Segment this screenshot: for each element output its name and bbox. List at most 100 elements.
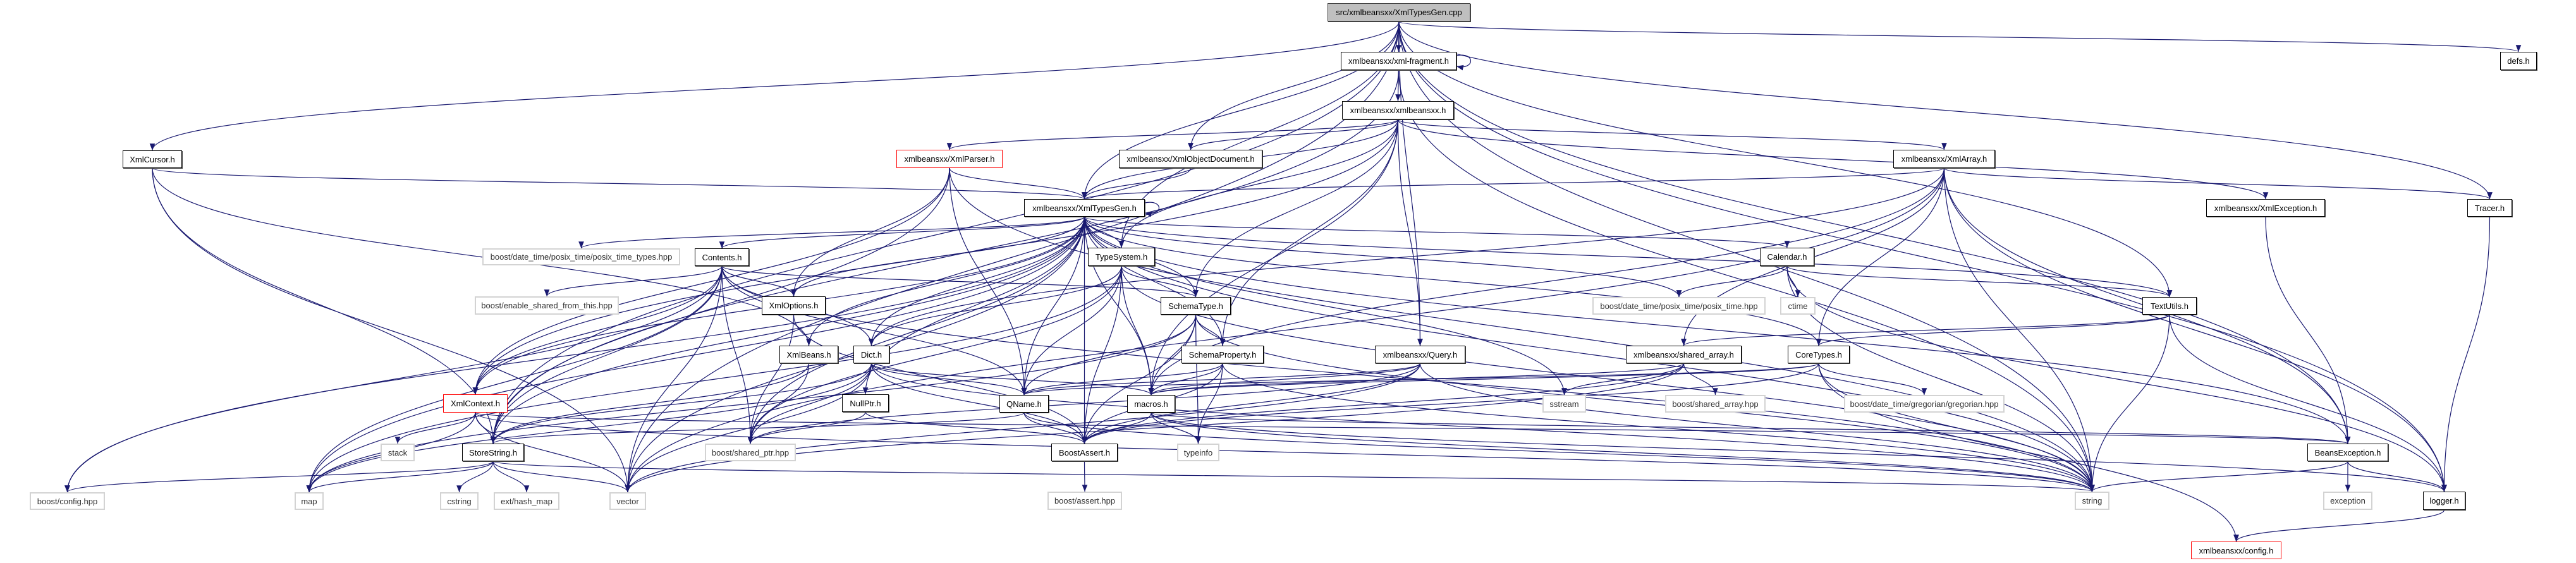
node-nullptr[interactable]: NullPtr.h: [842, 394, 889, 412]
edge-query-to-string: [1419, 363, 2095, 492]
edge-xmltypesgen-to-storestring: [490, 216, 1085, 444]
edge-xmltypesgen-to-dict: [869, 216, 1085, 346]
node-xmlexception[interactable]: xmlbeansxx/XmlException.h: [2206, 199, 2325, 217]
node-enableshared: boost/enable_shared_from_this.hpp: [475, 296, 619, 315]
edge-xmlbeans-to-storestring: [490, 363, 810, 444]
edge-xmltypesgen-to-posixtime: [1084, 216, 1682, 298]
node-xmlarray[interactable]: xmlbeansxx/XmlArray.h: [1893, 150, 1995, 168]
node-calendar[interactable]: Calendar.h: [1760, 248, 1814, 266]
edge-xmlarray-to-tracer: [1943, 167, 2493, 200]
edge-contents-to-xmloptions: [721, 265, 797, 297]
node-schemaprop[interactable]: SchemaProperty.h: [1181, 346, 1264, 363]
node-string: string: [2075, 492, 2109, 510]
edge-xmlcontext-to-vector: [475, 412, 631, 493]
edge-nullptr-to-sharedptr: [747, 411, 866, 444]
edge-dict-to-qname: [870, 363, 1027, 396]
node-dict[interactable]: Dict.h: [853, 346, 889, 363]
edge-schemaprop-to-qname: [1021, 363, 1223, 396]
edge-xmlobjdoc-to-xmltypesgen: [1082, 167, 1192, 200]
node-query[interactable]: xmlbeansxx/Query.h: [1375, 346, 1465, 363]
edge-textutils-to-sharedarrayh: [1681, 314, 2170, 346]
edge-xmlarray-to-xmltypesgen: [1082, 167, 1945, 200]
edge-coretypes-to-macros: [1149, 363, 1819, 396]
edge-xmlparser-to-xmloptions: [791, 167, 950, 297]
edge-storestring-to-cstring: [456, 461, 494, 493]
node-logger[interactable]: logger.h: [2423, 492, 2465, 510]
node-coretypes[interactable]: CoreTypes.h: [1788, 346, 1850, 363]
node-contents[interactable]: Contents.h: [695, 248, 749, 266]
node-schematype[interactable]: SchemaType.h: [1161, 297, 1231, 315]
node-root[interactable]: src/xmlbeansxx/XmlTypesGen.cpp: [1328, 3, 1470, 21]
node-xmltypesgen[interactable]: xmlbeansxx/XmlTypesGen.h: [1024, 199, 1145, 217]
node-tracer[interactable]: Tracer.h: [2467, 199, 2512, 217]
edge-root-to-logger: [1398, 21, 2447, 492]
edge-xmlarray-to-dict: [869, 167, 1945, 346]
node-xmlcontext[interactable]: XmlContext.h: [443, 394, 508, 413]
node-macros[interactable]: macros.h: [1127, 395, 1175, 413]
node-xmlbeans[interactable]: XmlBeans.h: [779, 346, 838, 363]
edge-dict-to-storestring: [490, 363, 872, 444]
edge-xmltypesgen-to-posixtypes: [578, 216, 1085, 249]
node-textutils[interactable]: TextUtils.h: [2142, 297, 2197, 315]
node-xconfig[interactable]: xmlbeansxx/config.h: [2191, 542, 2281, 559]
edge-dict-to-sharedptr: [747, 363, 872, 444]
edge-xmloptions-to-boostassert: [793, 314, 1087, 444]
edge-contents-to-enableshared: [544, 265, 723, 297]
edge-sharedarrayh-to-sharedarrayhpp: [1683, 363, 1718, 396]
node-xmloptions[interactable]: XmlOptions.h: [762, 296, 826, 315]
edge-root-to-xmlcursor: [149, 21, 1400, 151]
node-sharedarrayh[interactable]: xmlbeansxx/shared_array.h: [1626, 346, 1742, 363]
edge-xmlbeansxx-to-xmlarray: [1397, 119, 1947, 150]
edge-macros-to-logger: [1151, 412, 2447, 492]
node-xmlcursor[interactable]: XmlCursor.h: [123, 150, 182, 168]
edge-xmltypesgen-to-calendar: [1084, 216, 1790, 248]
edge-storestring-to-config: [64, 461, 494, 493]
node-typeinfo: typeinfo: [1177, 444, 1219, 461]
edge-calendar-to-posixtime: [1676, 265, 1788, 298]
edge-root-to-beansexception: [1398, 21, 2351, 444]
node-fragment[interactable]: xmlbeansxx/xml-fragment.h: [1341, 52, 1456, 70]
node-qname[interactable]: QName.h: [999, 395, 1049, 413]
edge-xmltypesgen-to-xmloptions: [791, 216, 1085, 297]
edge-storestring-to-hashmap: [492, 461, 530, 493]
edge-sharedarrayh-to-boostassert: [1082, 363, 1685, 444]
edge-textutils-to-logger: [2169, 314, 2447, 492]
node-boostassert[interactable]: BoostAssert.h: [1051, 444, 1118, 461]
node-sharedarrayhpp: boost/shared_array.hpp: [1665, 395, 1766, 413]
edge-schemaprop-to-typeinfo: [1195, 363, 1223, 444]
edge-query-to-vector: [625, 363, 1421, 493]
edge-xmlbeansxx-to-xmlexception: [1397, 119, 2269, 200]
node-typesystem[interactable]: TypeSystem.h: [1088, 248, 1155, 266]
edge-xmlparser-to-qname: [949, 167, 1027, 396]
node-posixtypes: boost/date_time/posix_time/posix_time_ty…: [482, 248, 680, 265]
node-defs[interactable]: defs.h: [2500, 52, 2537, 70]
edge-xmltypesgen-to-qname: [1021, 216, 1085, 396]
edge-beansexception-to-logger: [2347, 461, 2447, 492]
edge-coretypes-to-xconfig: [1818, 363, 2239, 542]
node-xmlbeansxx[interactable]: xmlbeansxx/xmlbeansxx.h: [1342, 101, 1454, 119]
node-storestring[interactable]: StoreString.h: [462, 444, 524, 461]
edge-fragment-to-fragment: [1456, 54, 1472, 71]
edge-macros-to-beansexception: [1151, 412, 2350, 444]
edge-xmlbeansxx-to-query: [1397, 119, 1423, 346]
edge-coretypes-to-boostassert: [1082, 363, 1819, 444]
node-xmlparser[interactable]: xmlbeansxx/XmlParser.h: [896, 150, 1003, 168]
edge-contents-to-schematype: [721, 265, 1199, 298]
edge-root-to-xmlobjdoc: [1188, 21, 1400, 150]
edge-dict-to-string: [870, 363, 2095, 492]
edge-qname-to-string: [1023, 412, 2095, 492]
edge-contents-to-sharedptr: [721, 265, 754, 444]
node-beansexception[interactable]: BeansException.h: [2307, 444, 2388, 461]
edge-root-to-textutils: [1398, 21, 2173, 298]
node-gregorian: boost/date_time/gregorian/gregorian.hpp: [1844, 395, 2005, 413]
edge-schematype-to-boostassert: [1082, 314, 1197, 444]
edge-qname-to-storestring: [491, 412, 1025, 444]
edge-macros-to-typeinfo: [1151, 412, 1201, 444]
edge-qname-to-boostassert: [1023, 412, 1087, 444]
edge-xmltypesgen-to-xmltypesgen: [1144, 202, 1160, 217]
edge-xmltypesgen-to-string: [1084, 216, 2095, 492]
edge-textutils-to-string: [2089, 314, 2170, 492]
edge-dict-to-map: [306, 363, 872, 493]
node-xmlobjdoc[interactable]: xmlbeansxx/XmlObjectDocument.h: [1119, 150, 1262, 168]
